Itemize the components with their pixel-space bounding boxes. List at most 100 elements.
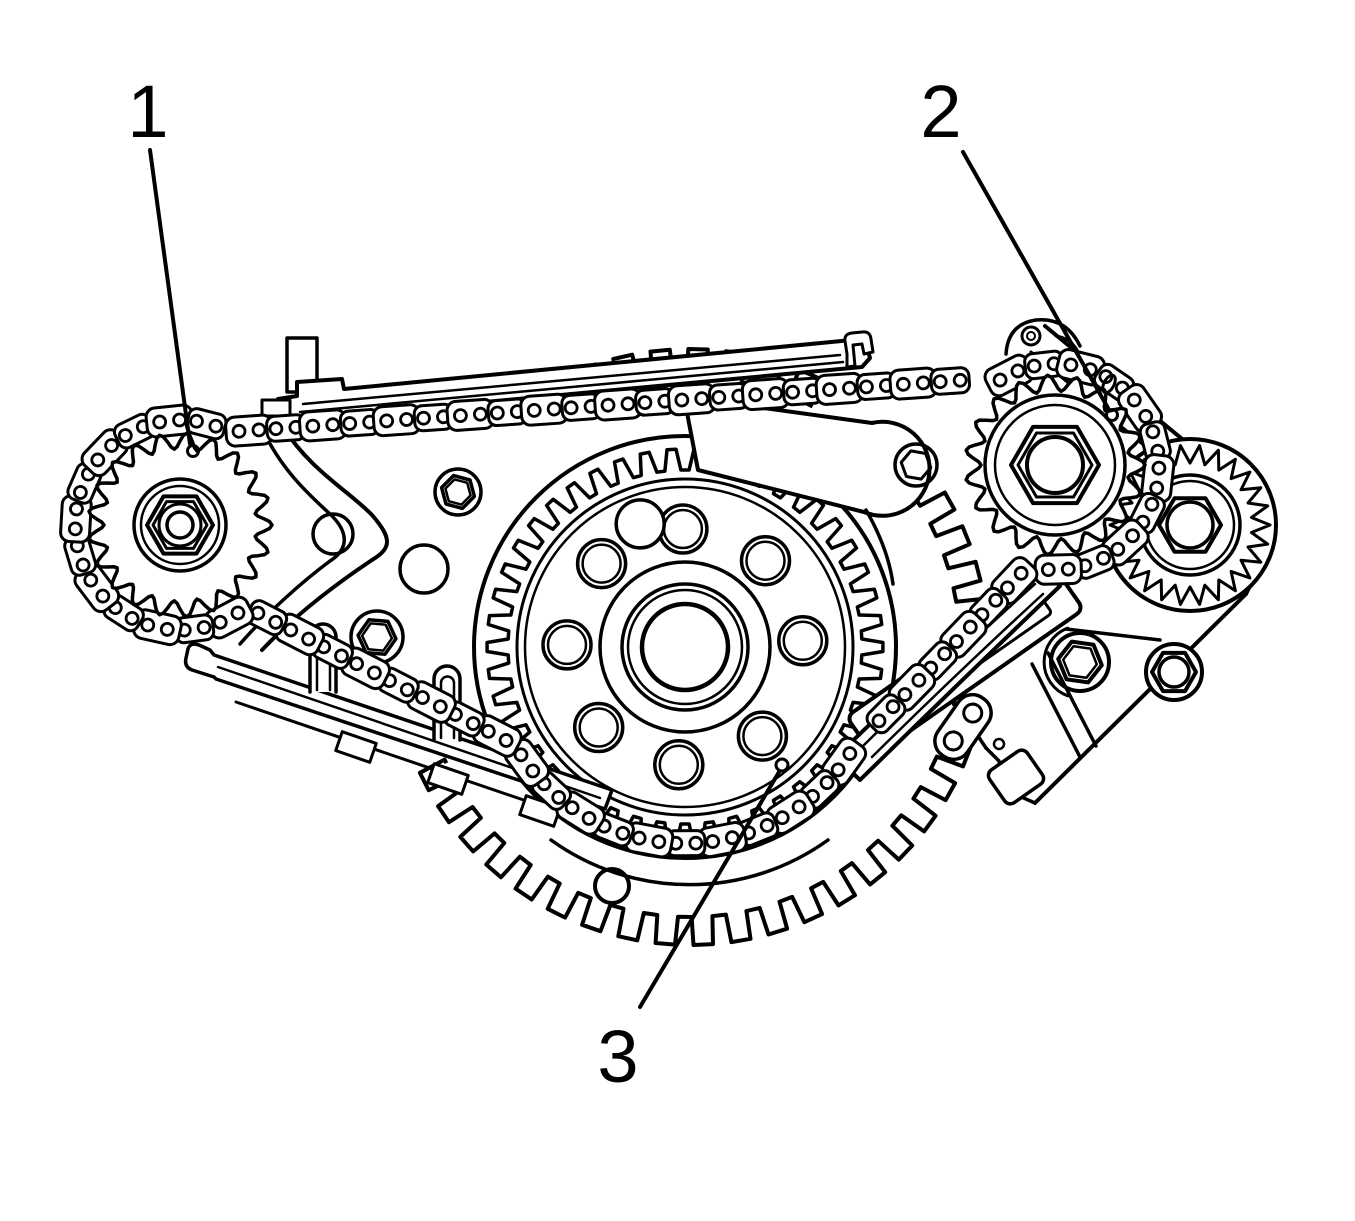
chain-link bbox=[1033, 553, 1083, 586]
plain-hole bbox=[398, 543, 450, 595]
chain-link bbox=[405, 680, 457, 724]
chain-link-pin bbox=[785, 384, 801, 400]
chain-link-pin bbox=[453, 408, 468, 423]
chain-link-pin bbox=[72, 485, 88, 500]
chain-link-pin bbox=[962, 619, 978, 635]
chain-link-pin bbox=[842, 746, 858, 761]
chain-link-pin bbox=[231, 423, 247, 439]
lower-guide-tab1 bbox=[334, 730, 378, 764]
chain-link-pin bbox=[1013, 565, 1029, 581]
chain-link-pin bbox=[432, 699, 448, 715]
misc-fasteners bbox=[349, 467, 483, 665]
chain-link-pin bbox=[342, 416, 358, 431]
hex-fastener bbox=[151, 500, 209, 550]
chain-link-pin bbox=[911, 672, 927, 688]
left-hub-ring2 bbox=[139, 484, 221, 566]
ring-gear-flange-arc bbox=[549, 838, 830, 887]
chain-link-pin bbox=[480, 723, 496, 739]
chain-link bbox=[634, 387, 676, 417]
chain-link-pin bbox=[1000, 580, 1015, 596]
chain-link-pin bbox=[551, 790, 567, 805]
chain-link-pin bbox=[694, 391, 710, 407]
upper-guide-slot1 bbox=[301, 353, 842, 406]
tensioner-foot-body bbox=[986, 748, 1046, 806]
tensioner-foot bbox=[986, 748, 1046, 806]
left-sprocket bbox=[87, 431, 274, 619]
dowel-pin-inner bbox=[1026, 331, 1036, 341]
crank-plain-hole bbox=[614, 498, 666, 550]
chain-link-pin bbox=[283, 622, 299, 638]
chain-link-pin bbox=[124, 611, 140, 626]
chain-link-pin bbox=[95, 588, 111, 604]
mark-2-dot bbox=[1105, 408, 1119, 422]
crank-gear-ring2 bbox=[523, 485, 847, 809]
upper-guide-step bbox=[260, 398, 292, 418]
tensioner-link-hole2 bbox=[962, 702, 984, 724]
chain-link bbox=[814, 371, 865, 406]
crank-bolt-hole bbox=[657, 503, 709, 555]
chain-link-pin bbox=[489, 405, 505, 421]
crank-bore bbox=[639, 601, 731, 693]
arm-lower-curve bbox=[864, 508, 895, 586]
lower-guide-body bbox=[183, 642, 614, 811]
tab1-rect bbox=[334, 730, 378, 764]
chain-link-pin bbox=[208, 418, 224, 434]
bolt-boss-ridge bbox=[1064, 627, 1162, 642]
bolt-a-boss-arc bbox=[1042, 626, 1070, 698]
chain-link-pin bbox=[871, 713, 887, 729]
chain-link bbox=[820, 736, 868, 787]
hex-fastener bbox=[899, 449, 933, 481]
chain-link-pin bbox=[268, 421, 284, 437]
chain-link bbox=[184, 407, 228, 441]
crank-bolt-hole-inner bbox=[578, 707, 619, 748]
chain-link-pin bbox=[415, 690, 430, 705]
housing-bolts bbox=[1042, 626, 1204, 702]
chain-link-pin bbox=[1060, 561, 1076, 577]
arm-bolt-hex bbox=[899, 449, 933, 481]
chain-link bbox=[887, 663, 937, 712]
timing-marks bbox=[186, 373, 1119, 458]
left-hub-ring1 bbox=[132, 477, 228, 573]
chain-link bbox=[888, 366, 939, 401]
far-gear-hex bbox=[1157, 496, 1223, 554]
chain-link-pin bbox=[1144, 496, 1160, 512]
ring-gear-flange-hole bbox=[593, 867, 631, 905]
misc-hexes bbox=[356, 473, 477, 656]
crank-gear-ring1 bbox=[515, 477, 855, 817]
chain-link-pin bbox=[349, 656, 365, 672]
hex-fastener bbox=[145, 494, 215, 556]
chain-link-pin bbox=[90, 452, 106, 468]
chain-link-pin bbox=[1138, 409, 1154, 424]
chain-link-pin bbox=[563, 400, 579, 416]
callout-2-label: 2 bbox=[920, 70, 961, 153]
chain-link-pin bbox=[895, 376, 911, 392]
chain-link-pin bbox=[620, 396, 636, 412]
crank-bolt-hole-inner bbox=[742, 715, 783, 757]
chain-link-pin bbox=[822, 382, 837, 397]
crank-bolt-hole-inner bbox=[546, 624, 588, 666]
chain-link-pin bbox=[759, 818, 775, 833]
chain-link-pin bbox=[67, 521, 83, 537]
chain-link-pin bbox=[75, 557, 91, 573]
hex-fastener bbox=[1016, 431, 1094, 499]
chain-link-pin bbox=[1096, 550, 1111, 566]
chain-link-pin bbox=[251, 422, 267, 438]
chain-link-pin bbox=[1110, 541, 1126, 557]
callout-1-label: 1 bbox=[127, 70, 168, 153]
chain-link-pin bbox=[399, 682, 415, 698]
chain-link-pin bbox=[546, 401, 562, 417]
chain-link-pin bbox=[937, 646, 953, 662]
chain-link-pin bbox=[140, 617, 156, 633]
curved-guide-slot2 bbox=[870, 592, 1045, 759]
left-bracket bbox=[238, 425, 389, 652]
chain-link bbox=[1140, 453, 1176, 504]
chain-link-pin bbox=[791, 799, 807, 815]
hex-fastener bbox=[1150, 650, 1198, 694]
callout-2-leader bbox=[961, 150, 1110, 410]
crank-gear-bolt-holes bbox=[541, 498, 829, 791]
housing-arm bbox=[682, 395, 939, 586]
crank-bolt-hole bbox=[541, 619, 593, 671]
upper-guide-hook bbox=[843, 330, 875, 369]
chain-link-pin bbox=[366, 665, 382, 681]
